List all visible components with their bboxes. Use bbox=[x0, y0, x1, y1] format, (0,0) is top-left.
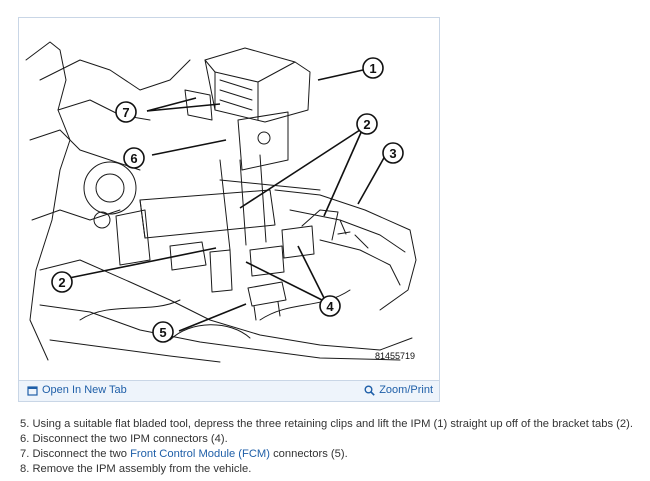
step-5: 5. Using a suitable flat bladed tool, de… bbox=[20, 418, 633, 430]
callout-2-top bbox=[356, 113, 378, 135]
external-window-icon bbox=[27, 385, 38, 396]
callout-1 bbox=[362, 57, 384, 79]
callout-label-6: 6 bbox=[130, 151, 137, 166]
procedure-steps: 5. Using a suitable flat bladed tool, de… bbox=[20, 417, 640, 477]
step-8: 8. Remove the IPM assembly from the vehi… bbox=[20, 463, 252, 475]
figure-id: 81455719 bbox=[375, 351, 415, 361]
ipm-removal-diagram: 1 2 3 2 4 5 6 7 81455719 bbox=[25, 41, 417, 363]
step-7-prefix: 7. Disconnect the two bbox=[20, 448, 131, 460]
callout-label-4: 4 bbox=[326, 299, 334, 314]
step-7: 7. Disconnect the two Front Control Modu… bbox=[20, 447, 640, 462]
callout-7 bbox=[115, 101, 137, 123]
callout-2-bottom bbox=[51, 271, 73, 293]
callout-label-2-bottom: 2 bbox=[58, 275, 65, 290]
callout-label-3: 3 bbox=[389, 146, 396, 161]
step-7-suffix: connectors (5). bbox=[269, 448, 348, 460]
step-6: 6. Disconnect the two IPM connectors (4)… bbox=[20, 433, 228, 445]
callout-label-5: 5 bbox=[159, 325, 166, 340]
callout-5 bbox=[152, 321, 174, 343]
callout-3 bbox=[382, 142, 404, 164]
magnifier-icon bbox=[364, 385, 375, 396]
zoom-print-link[interactable]: Zoom/Print bbox=[364, 384, 433, 396]
callout-label-7: 7 bbox=[122, 105, 129, 120]
open-in-new-tab-link[interactable]: Open In New Tab bbox=[27, 384, 127, 396]
figure-toolbar: Open In New Tab Zoom/Print bbox=[19, 380, 439, 401]
callout-6 bbox=[123, 147, 145, 169]
callout-label-1: 1 bbox=[369, 61, 376, 76]
figure-frame bbox=[18, 17, 440, 402]
zoom-print-label: Zoom/Print bbox=[379, 384, 433, 396]
callout-4 bbox=[319, 295, 341, 317]
callout-label-2-top: 2 bbox=[363, 117, 370, 132]
open-in-new-tab-label: Open In New Tab bbox=[42, 384, 127, 396]
fcm-link[interactable]: Front Control Module (FCM) bbox=[130, 448, 270, 460]
